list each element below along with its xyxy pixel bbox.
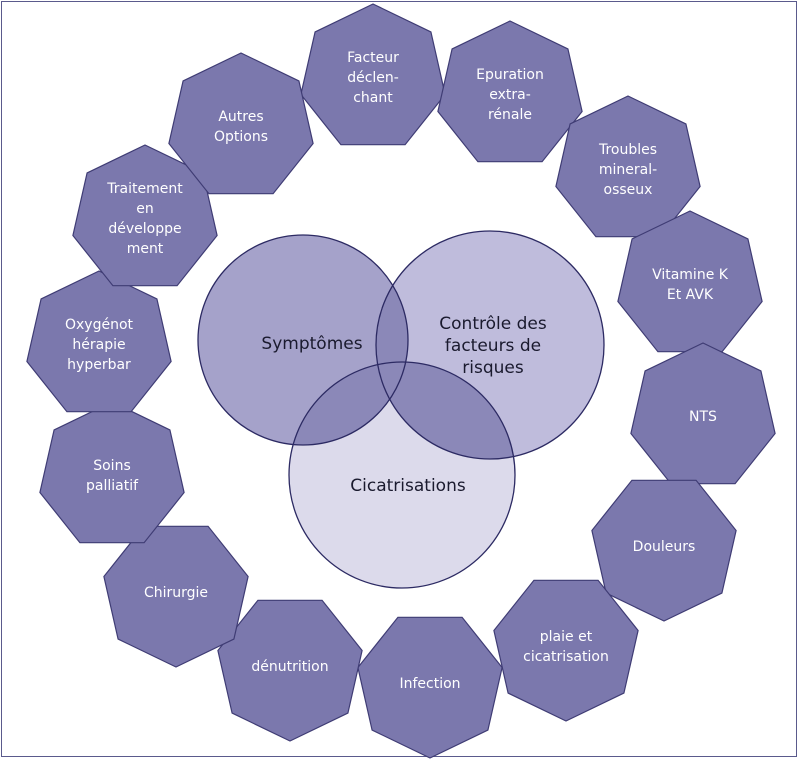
heptagon-label-line-1: Oxygénot [65, 317, 134, 333]
heptagon-plaie-cicatrisation: plaie et cicatrisation [493, 579, 639, 722]
heptagon-label-line-3: développe [108, 221, 181, 237]
heptagon-infection: Infection [357, 616, 503, 759]
heptagon-label-line-1: Douleurs [633, 539, 696, 555]
heptagon-label-line-1: Troubles [598, 142, 657, 158]
heptagon-label-line-2: palliatif [86, 478, 139, 494]
heptagon-label-line-1: Traitement [106, 181, 183, 197]
heptagon-oxygenotherapie: Oxygénot hérapie hyperbar [26, 270, 172, 413]
heptagon-label-line-3: rénale [488, 107, 532, 123]
heptagon-label-line-3: chant [353, 90, 393, 106]
venn-label-controle-line-3: risques [462, 358, 524, 378]
heptagon-nts: NTS [630, 342, 776, 485]
venn-label-cicatrisations-line-1: Cicatrisations [350, 476, 466, 496]
heptagon-shape [26, 270, 172, 413]
heptagon-shape [591, 479, 737, 622]
heptagon-label-line-2: déclen- [347, 70, 399, 86]
outline-controle [375, 230, 605, 460]
heptagon-chirurgie: Chirurgie [103, 525, 249, 668]
heptagon-label-line-1: Chirurgie [144, 585, 208, 601]
heptagon-label-line-2: en [136, 201, 154, 217]
heptagon-label-line-3: osseux [604, 182, 653, 198]
heptagon-shape [103, 525, 249, 668]
heptagon-facteur-declenchant: Facteur déclen-chant [300, 3, 446, 146]
heptagon-label-line-2: Options [214, 129, 268, 145]
heptagon-soins-palliatif: Soins palliatif [39, 401, 185, 544]
heptagon-shape [493, 579, 639, 722]
heptagon-label-line-1: Infection [399, 676, 460, 692]
heptagon-label-line-3: hyperbar [67, 357, 131, 373]
venn-label-controle-line-1: Contrôle des [439, 314, 547, 334]
heptagon-shape [217, 599, 363, 742]
heptagon-label-line-1: NTS [689, 409, 717, 425]
heptagon-shape [437, 20, 583, 163]
heptagon-troubles-mineral-osseux: Troubles mineral-osseux [555, 95, 701, 238]
heptagon-shape [39, 401, 185, 544]
heptagon-label-line-1: Vitamine K [652, 267, 729, 283]
heptagon-label-line-2: mineral- [599, 162, 657, 178]
heptagon-label-line-2: extra- [489, 87, 531, 103]
heptagon-label-line-1: dénutrition [251, 659, 328, 675]
heptagon-label-line-1: Soins [93, 458, 131, 474]
heptagon-denutrition: dénutrition [217, 599, 363, 742]
heptagon-shape [357, 616, 503, 759]
overlap-symptomes-cicatrisations [289, 362, 408, 445]
outline-symptomes [197, 234, 409, 446]
heptagon-douleurs: Douleurs [591, 479, 737, 622]
heptagon-label-line-1: Epuration [476, 67, 544, 83]
venn-label-symptomes-line-1: Symptômes [261, 334, 362, 354]
heptagon-label-line-1: plaie et [540, 629, 593, 645]
outline-cicatrisations [288, 361, 516, 589]
heptagon-label-line-1: Autres [218, 109, 263, 125]
venn-label-controle-line-2: facteurs de [445, 336, 541, 356]
heptagon-label-line-2: hérapie [72, 337, 125, 353]
heptagon-shape [168, 52, 314, 195]
heptagon-label-line-2: cicatrisation [523, 649, 609, 665]
heptagon-label-line-4: ment [127, 241, 164, 257]
overlap-controle-cicatrisations [376, 362, 515, 459]
heptagon-label-line-2: Et AVK [667, 287, 714, 303]
heptagon-shape [555, 95, 701, 238]
heptagon-label-line-1: Facteur [347, 50, 399, 66]
heptagon-shape [630, 342, 776, 485]
heptagon-epuration-extra-renale: Epuration extra-rénale [437, 20, 583, 163]
heptagon-shape [300, 3, 446, 146]
